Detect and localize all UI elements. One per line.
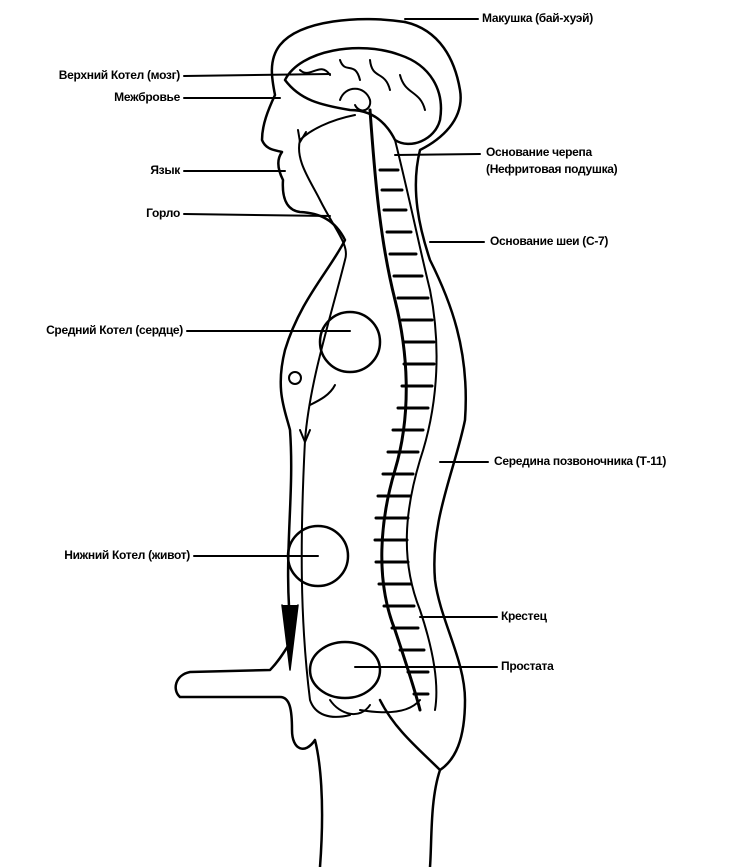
label-sacrum: Крестец [501, 609, 547, 623]
body-outline-back [403, 20, 467, 867]
pubic-hair [281, 604, 299, 671]
leader-lines [183, 18, 498, 668]
label-jade-pillow: (Нефритовая подушка) [486, 162, 618, 176]
label-brow: Межбровье [114, 90, 180, 104]
bladder [308, 640, 382, 700]
label-mid-spine: Середина позвоночника (Т-11) [494, 454, 667, 468]
vertebrae [373, 168, 436, 696]
front-channel [298, 114, 356, 718]
label-throat: Горло [146, 206, 180, 220]
label-middle-cauldron: Средний Котел (сердце) [46, 323, 183, 337]
arrow-down-icon [297, 129, 311, 443]
label-crown: Макушка (бай-хуэй) [482, 11, 593, 25]
spine [368, 108, 422, 712]
back-channel [359, 699, 421, 714]
label-lower-cauldron: Нижний Котел (живот) [64, 548, 190, 562]
label-upper-cauldron: Верхний Котел (мозг) [58, 68, 181, 82]
leg-back [378, 698, 442, 772]
label-prostate: Простата [501, 659, 554, 673]
label-tongue: Язык [150, 163, 180, 177]
brain [283, 46, 443, 146]
body-outline-front [174, 17, 407, 867]
middle-cauldron-circle [318, 310, 382, 374]
label-neck-base: Основание шеи (С-7) [490, 234, 609, 248]
label-skull-base: Основание черепа [486, 145, 592, 159]
